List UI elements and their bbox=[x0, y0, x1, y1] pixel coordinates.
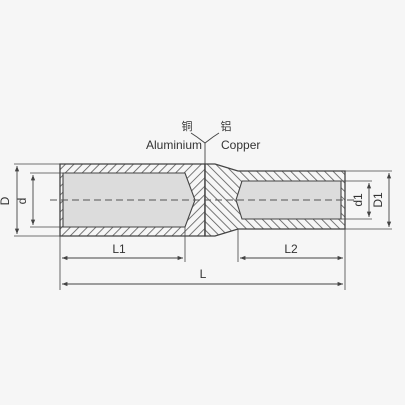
label-copper: Copper bbox=[221, 138, 260, 152]
label-aluminium: Aluminium bbox=[146, 138, 202, 152]
label-cn-copper: 铜 bbox=[182, 119, 193, 133]
dim-D1-label: D1 bbox=[371, 192, 385, 208]
dim-d-label: d bbox=[15, 198, 29, 205]
dim-d1-label: d1 bbox=[351, 193, 365, 207]
dim-D-label: D bbox=[0, 196, 12, 205]
label-cn-aluminium: 铝 bbox=[221, 119, 232, 133]
dim-L2-label: L2 bbox=[284, 242, 298, 256]
dim-L-label: L bbox=[200, 267, 207, 281]
right-bore bbox=[235, 180, 342, 220]
material-leader-fork bbox=[190, 132, 220, 144]
dim-L1-label: L1 bbox=[112, 242, 126, 256]
